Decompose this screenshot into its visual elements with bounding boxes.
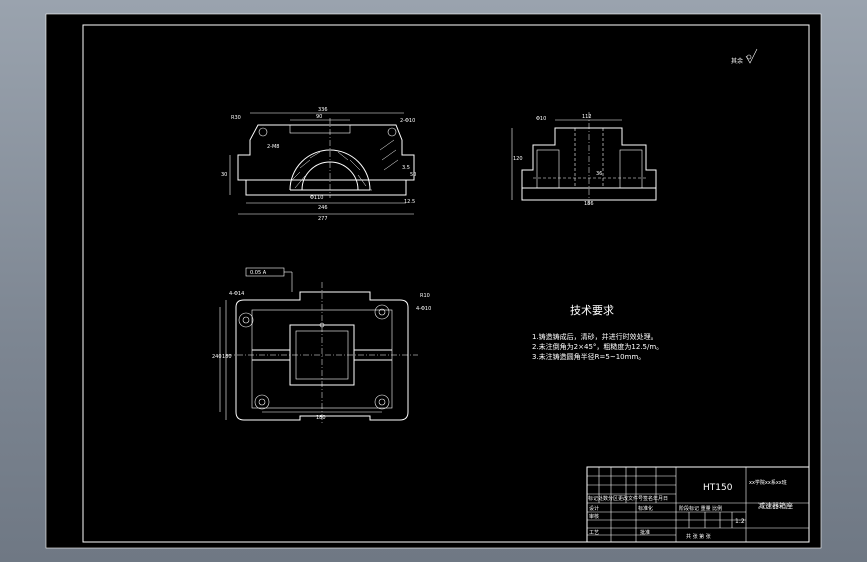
top-hole-tr-inner [378,308,386,316]
top-view: 0.05 A 4-Φ14 R10 4-Φ10 240 180 180 [212,267,431,425]
tb-role-check: 审核 [589,513,599,520]
side-view: 112 Φ10 120 36 186 [511,112,657,207]
front-top-slot [289,124,351,134]
dim-top-inner: 90 [316,114,322,120]
title-block: HT150 xx学院xx系xx班 减速器箱座 标记处数分区更改文件号签名年月日 … [586,466,810,543]
tech-requirements: 技术要求 1.铸造铸成后，清砂，并进行时效处理。 2.未注倒角为2×45°，粗糙… [532,304,663,361]
top-left-h2: 180 [222,354,232,360]
tb-stage-labels: 阶段标记 重量 比例 [679,505,722,512]
top-left-h1: 240 [212,354,222,360]
tolerance-text: 0.05 A [250,270,267,276]
tb-role-process: 工艺 [589,530,599,536]
dim-bottom-inner: 246 [318,205,328,211]
front-view: 336 90 R30 2-Φ10 2-M8 Φ110 246 277 30 3.… [221,107,416,222]
front-hatch [291,139,399,189]
top-left-holes: 4-Φ14 [229,291,244,297]
top-hole-br-inner [378,398,386,406]
tb-part-name: 减速器箱座 [758,501,793,510]
top-right-r: R10 [420,293,430,299]
tb-scale: 1:2 [735,518,745,525]
side-dim-mid: 36 [596,171,602,177]
dim-right-h3: 50 [410,172,416,178]
dim-angle-note: 2-M8 [267,144,279,150]
roughness-note-text: 其余 [731,57,743,65]
drawing-sheet [46,14,821,548]
roughness-note: 其余 [731,48,758,65]
dim-left-r: R30 [231,115,241,121]
dim-bottom-overall: 277 [318,216,328,222]
dim-right-h2: 12.5 [404,199,415,205]
tb-approve: 批准 [640,529,650,536]
top-hole-bl-inner [258,398,266,406]
tb-material: HT150 [703,483,733,493]
tech-item-1: 1.铸造铸成后，清砂，并进行时效处理。 [532,332,658,341]
tb-outer [586,466,810,543]
top-right-holes: 4-Φ10 [416,306,431,312]
dim-right-holes: 2-Φ10 [400,118,415,124]
top-hole-tr [374,304,390,320]
top-dim-bottom: 180 [316,415,326,421]
dim-left-height: 30 [221,172,227,178]
tb-role-design: 设计 [589,505,599,512]
tech-title: 技术要求 [570,304,614,317]
top-hole-tl-inner [242,316,250,324]
roughness-circle-icon [746,54,752,60]
tb-standardize: 标准化 [638,505,653,512]
dim-top-overall: 336 [318,107,328,113]
top-outline [235,291,409,421]
top-hole-br [374,394,390,410]
dim-right-h1: 3.5 [402,165,410,171]
dim-bore: Φ110 [310,195,323,201]
drawing-border [82,24,810,543]
front-outline [237,124,415,196]
top-hole-tl [238,312,254,328]
side-dim-bottom: 186 [584,201,594,207]
side-dim-left: 120 [513,156,523,162]
tb-sheet: 共 张 第 张 [686,533,711,540]
tb-rev-labels: 标记处数分区更改文件号签名年月日 [588,495,668,502]
outer-frame [45,13,822,549]
tech-item-3: 3.未注铸造圆角半径R=5~10mm。 [532,352,645,361]
front-hole-left [258,127,268,137]
side-dim-tl: Φ10 [536,116,546,122]
front-hole-right [387,127,397,137]
tb-school: xx学院xx系xx班 [749,479,787,486]
front-bore-outer [289,149,371,191]
top-hole-bl [254,394,270,410]
tech-item-2: 2.未注倒角为2×45°，粗糙度为12.5/m。 [532,342,663,351]
side-dim-top: 112 [582,114,592,120]
side-outline [521,127,657,201]
